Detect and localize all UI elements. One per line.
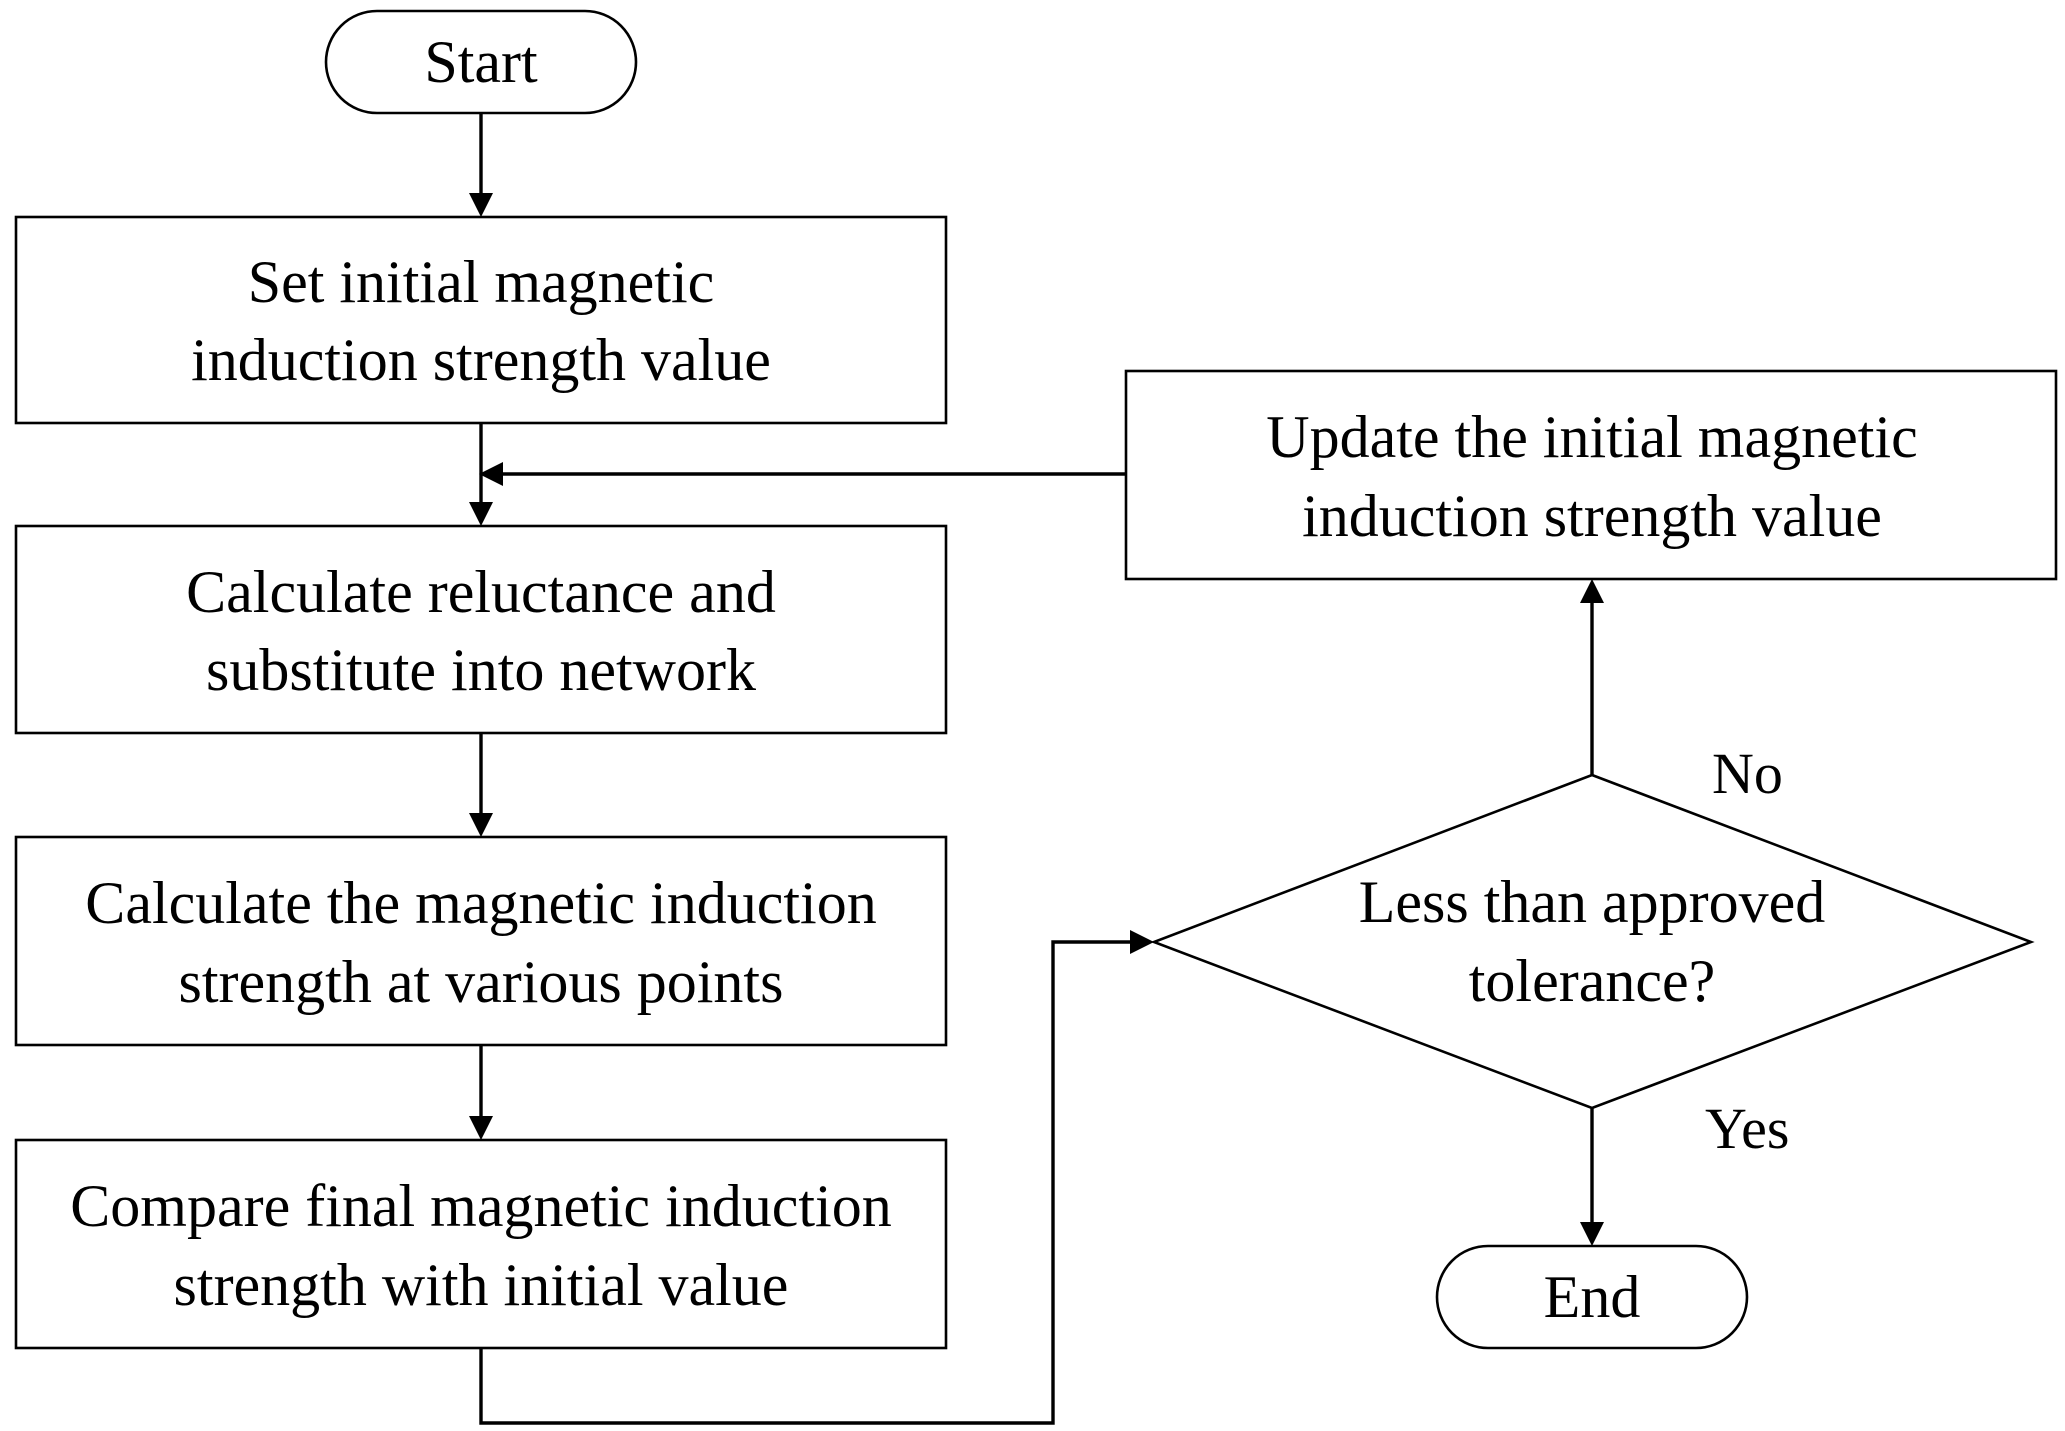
- end-terminator: End: [1435, 1244, 1749, 1350]
- arrow-head: [469, 813, 493, 837]
- decision-tolerance: Less than approved tolerance?: [1150, 773, 2035, 1110]
- process-update: Update the initial magnetic induction st…: [1124, 369, 2058, 581]
- arrow-head: [1130, 930, 1154, 954]
- decision-text-line: Less than approved: [1359, 869, 1826, 935]
- process-text-line: induction strength value: [191, 327, 771, 393]
- process-text-line: Update the initial magnetic: [1266, 404, 1917, 470]
- process-text-line: Compare final magnetic induction: [70, 1173, 891, 1239]
- end-label: End: [1544, 1264, 1641, 1330]
- arrow-head: [1580, 1222, 1604, 1246]
- process-set-initial: Set initial magnetic induction strength …: [14, 215, 948, 425]
- process-text-line: Calculate reluctance and: [186, 559, 776, 625]
- process-text-line: induction strength value: [1302, 483, 1882, 549]
- start-label: Start: [424, 29, 538, 95]
- decision-text-line: tolerance?: [1469, 948, 1715, 1014]
- process-text-line: substitute into network: [206, 637, 756, 703]
- arrow-head: [469, 502, 493, 526]
- arrow-head: [469, 1116, 493, 1140]
- start-terminator: Start: [324, 9, 638, 115]
- edges: [469, 113, 1604, 1425]
- process-text-line: strength with initial value: [174, 1252, 789, 1318]
- process-text-line: strength at various points: [179, 949, 784, 1015]
- edge-compare-to-decision: [479, 940, 1130, 1425]
- label-yes: Yes: [1705, 1096, 1789, 1161]
- process-text-line: Set initial magnetic: [248, 249, 715, 315]
- arrow-head: [1580, 579, 1604, 603]
- arrow-head: [469, 193, 493, 217]
- process-calc-reluctance: Calculate reluctance and substitute into…: [14, 524, 948, 735]
- process-compare: Compare final magnetic induction strengt…: [14, 1138, 948, 1350]
- process-calc-induction: Calculate the magnetic induction strengt…: [14, 835, 948, 1047]
- arrow-head: [479, 462, 503, 486]
- label-no: No: [1712, 741, 1783, 806]
- process-text-line: Calculate the magnetic induction: [85, 870, 876, 936]
